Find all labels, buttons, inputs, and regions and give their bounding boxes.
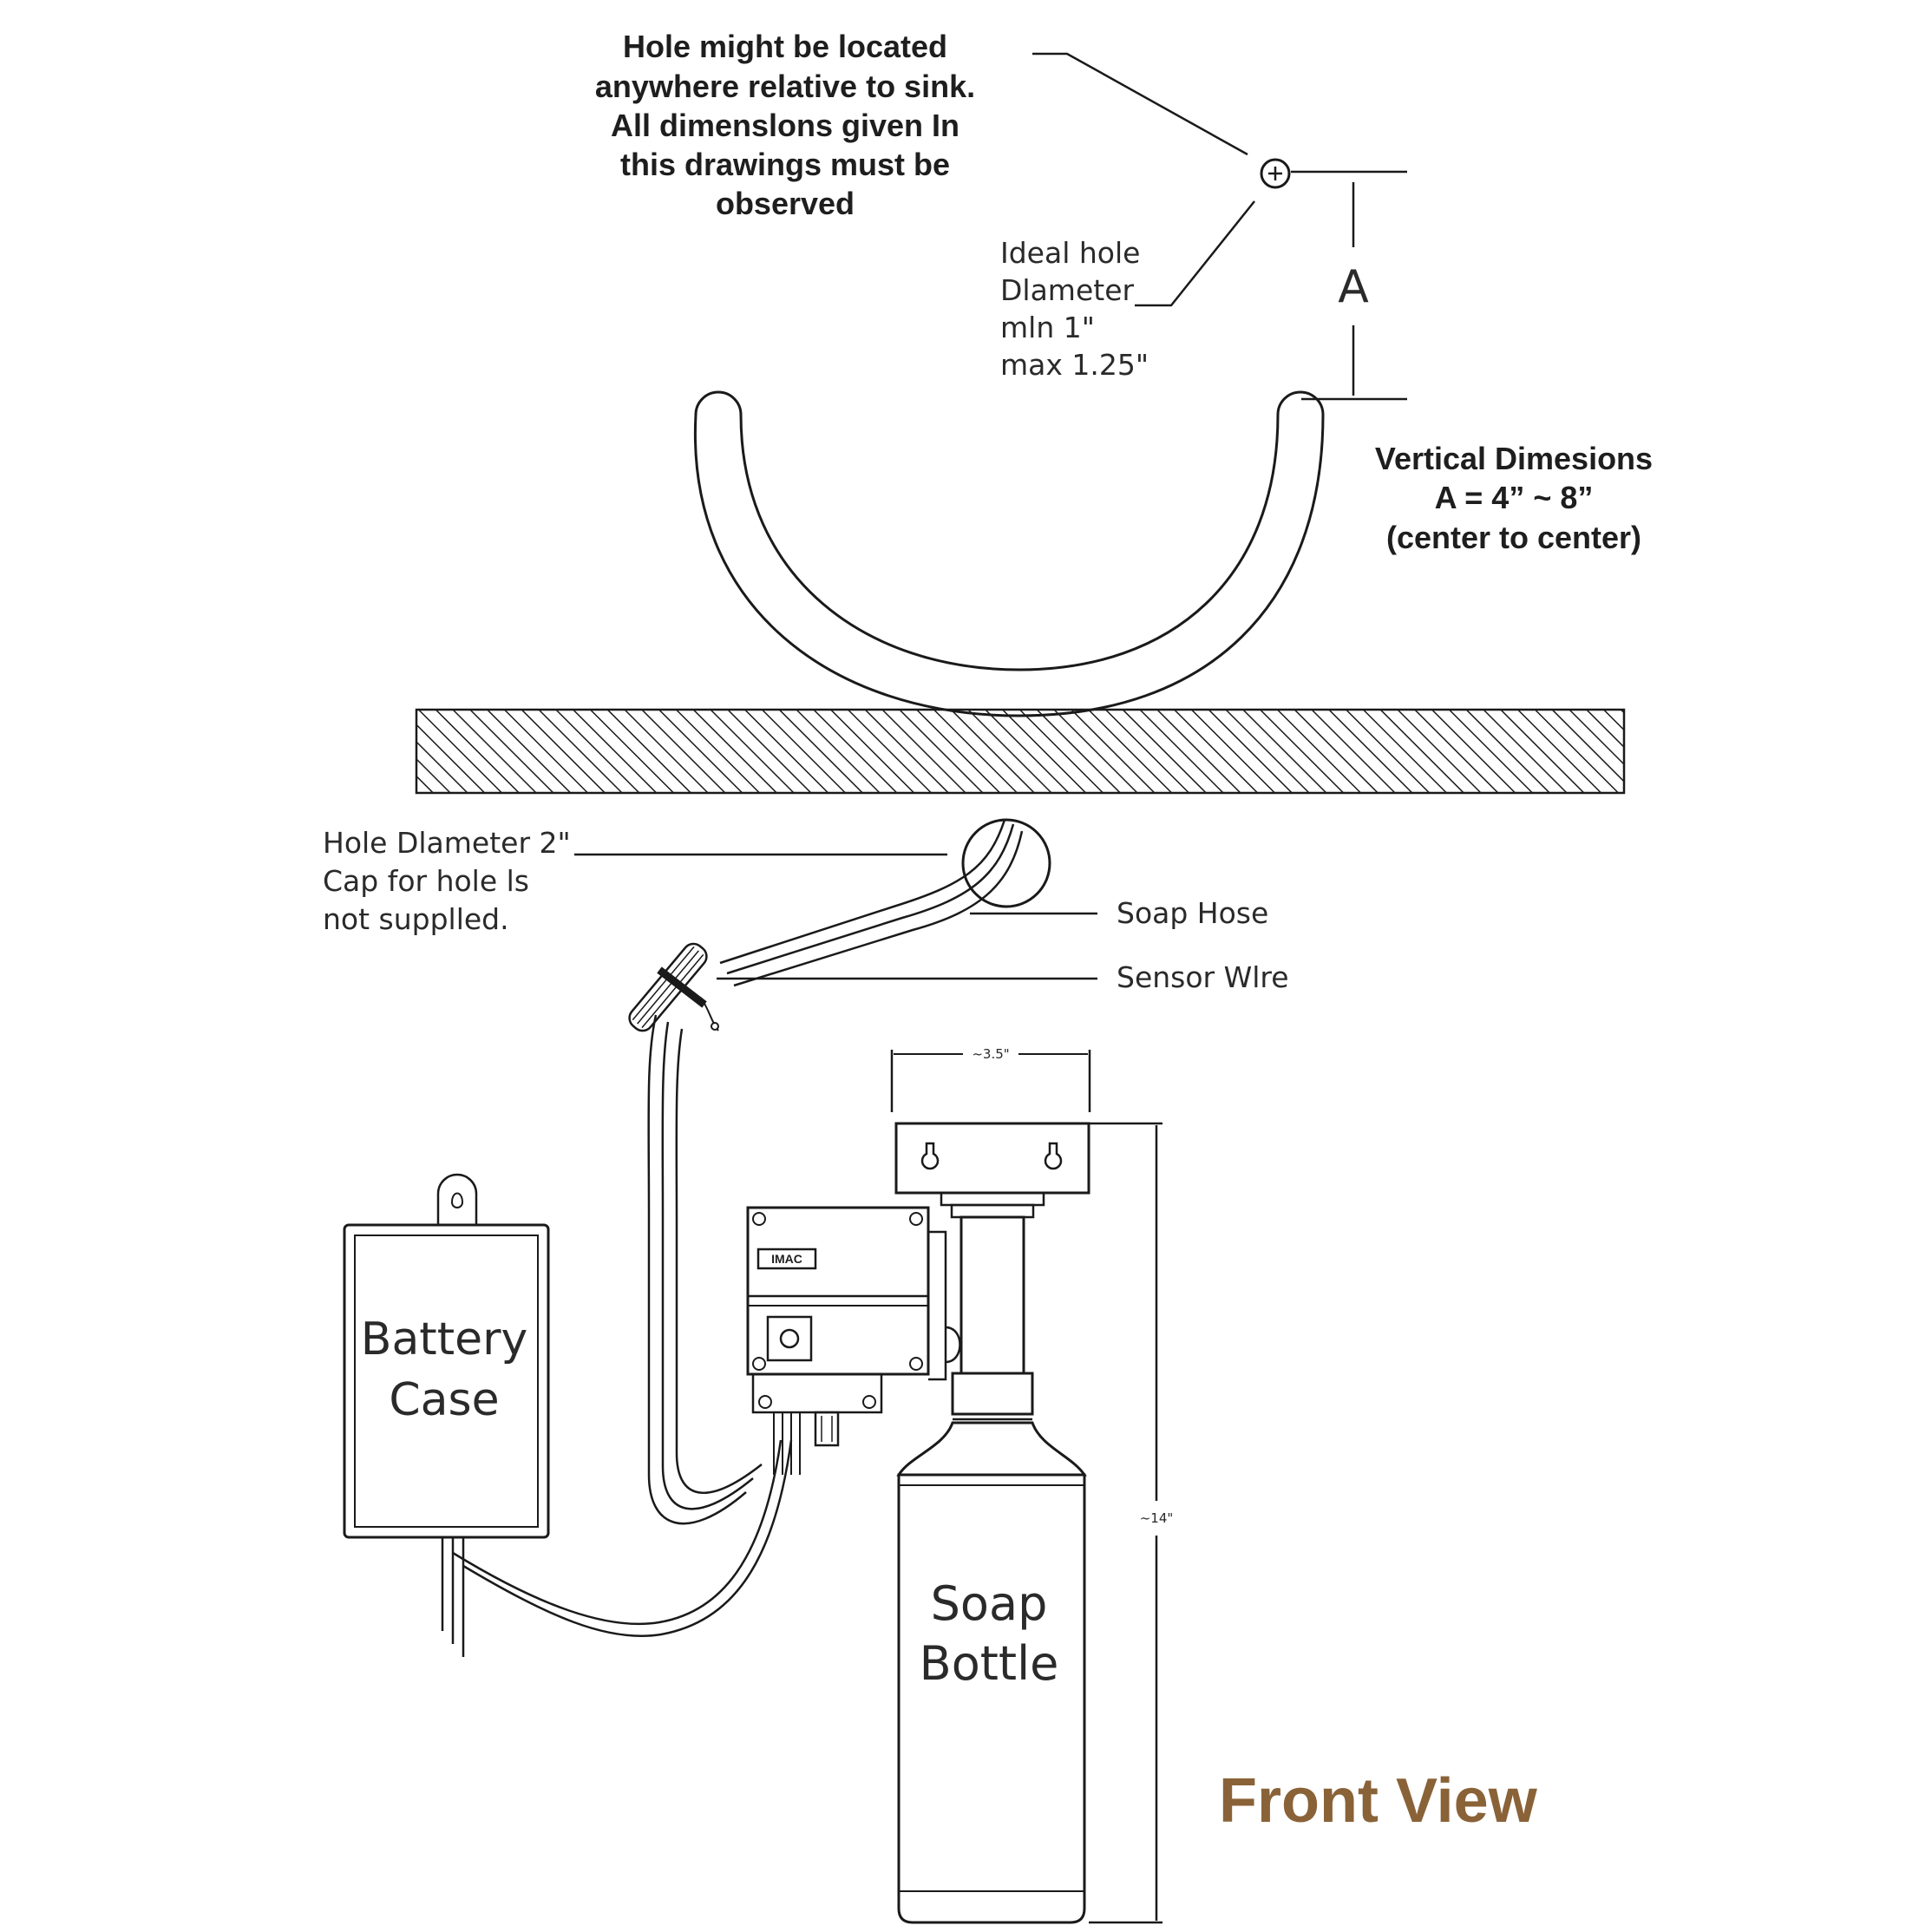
hole-diameter-line-1: Hole Dlameter 2" — [323, 826, 571, 860]
hole-location-note: Hole might be located anywhere relative … — [595, 29, 975, 221]
bracket-width-dimension: ~3.5" — [890, 1046, 1091, 1112]
sink-bowl — [693, 390, 1325, 717]
vertical-dimensions-note: Vertical Dimesions A = 4” ~ 8” (center t… — [1375, 441, 1653, 555]
soap-hose-label: Soap Hose — [1117, 896, 1268, 930]
vertical-dimensions-line-1: Vertical Dimesions — [1375, 441, 1653, 476]
hole-location-line-5: observed — [716, 186, 855, 221]
soap-bottle: Soap Bottle — [896, 1215, 1087, 1924]
soap-bottle-label-line-2: Bottle — [920, 1636, 1059, 1691]
hole-location-line-1: Hole might be located — [623, 29, 947, 64]
ideal-hole-line-1: Ideal hole — [1000, 236, 1140, 270]
hole-location-line-4: this drawings must be — [620, 147, 950, 182]
controller-unit: IMAC — [746, 1206, 961, 1447]
ideal-hole-leader — [1135, 200, 1255, 307]
battery-cable — [441, 1439, 793, 1657]
hole-diameter-line-3: not supplled. — [323, 902, 509, 936]
faucet-hole-icon — [1260, 158, 1291, 189]
hose-bundle — [719, 819, 1024, 987]
hole-location-leader — [1032, 52, 1248, 156]
vertical-dimensions-line-3: (center to center) — [1386, 520, 1641, 555]
ideal-hole-line-4: max 1.25" — [1000, 348, 1149, 382]
mounting-bracket — [894, 1122, 1090, 1219]
controller-bundle-drop — [773, 1412, 801, 1475]
hole-diameter-note: Hole Dlameter 2" Cap for hole ls not sup… — [323, 826, 571, 936]
view-title: Front View — [1219, 1766, 1538, 1836]
battery-case-label-line-2: Case — [389, 1374, 499, 1426]
ideal-hole-line-2: Dlameter — [1000, 273, 1134, 307]
controller-logo: IMAC — [771, 1252, 802, 1266]
dimension-a-label: A — [1338, 261, 1369, 313]
bracket-width-label: ~3.5" — [972, 1046, 1009, 1062]
vertical-dimensions-line-2: A = 4” ~ 8” — [1435, 480, 1594, 515]
under-counter-hole — [961, 818, 1051, 908]
dimension-a: A — [1338, 182, 1369, 396]
battery-case: Battery Case — [343, 1173, 550, 1539]
hole-location-line-3: All dimenslons given In — [611, 108, 959, 143]
controller-cables — [647, 1014, 763, 1525]
soap-bottle-label-line-1: Soap — [931, 1576, 1048, 1631]
sensor-wire-label: Sensor Wlre — [1117, 960, 1289, 994]
countertop — [415, 708, 1626, 795]
battery-case-label-line-1: Battery — [361, 1313, 527, 1365]
mounting-nut — [628, 942, 719, 1032]
bottle-height-dimension: ~14" — [1089, 1122, 1174, 1924]
ideal-hole-note: Ideal hole Dlameter mln 1" max 1.25" — [1000, 236, 1149, 382]
hole-diameter-line-2: Cap for hole ls — [323, 864, 529, 898]
ideal-hole-line-3: mln 1" — [1000, 311, 1095, 344]
bottle-height-label: ~14" — [1140, 1510, 1174, 1526]
hole-location-line-2: anywhere relative to sink. — [595, 69, 975, 104]
